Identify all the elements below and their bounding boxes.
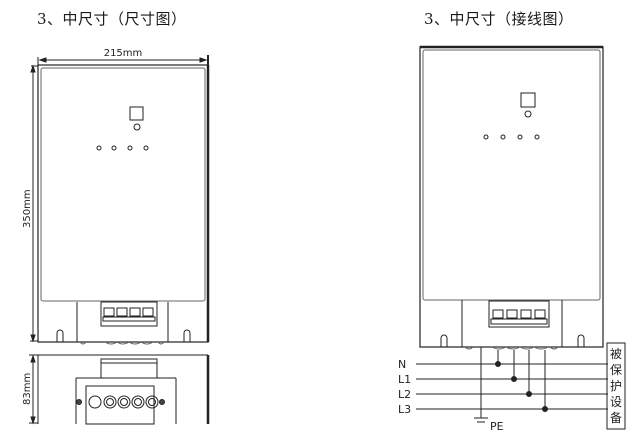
front-view-enclosure (30, 55, 210, 345)
height-dimension: 350mm (22, 189, 33, 228)
dimension-drawing-title: 3、中尺寸（尺寸图） (37, 10, 187, 28)
device-label-char: 设 (610, 395, 622, 409)
width-dimension: 215mm (104, 48, 143, 59)
wiring-lines (416, 342, 626, 430)
device-label-char: 被 (610, 347, 622, 361)
ground-label: PE (490, 420, 504, 433)
line-label-l3: L3 (398, 403, 411, 416)
line-label-l1: L1 (398, 373, 411, 386)
line-label-l2: L2 (398, 388, 411, 401)
device-label-char: 护 (610, 379, 622, 393)
device-label-char: 备 (610, 411, 622, 425)
line-label-n: N (398, 358, 406, 371)
device-label-char: 保 (610, 363, 622, 377)
bottom-view-enclosure (29, 354, 210, 425)
wiring-diagram-title: 3、中尺寸（接线图） (424, 10, 574, 28)
wiring-enclosure (419, 45, 604, 350)
depth-dimension: 83mm (22, 373, 33, 405)
